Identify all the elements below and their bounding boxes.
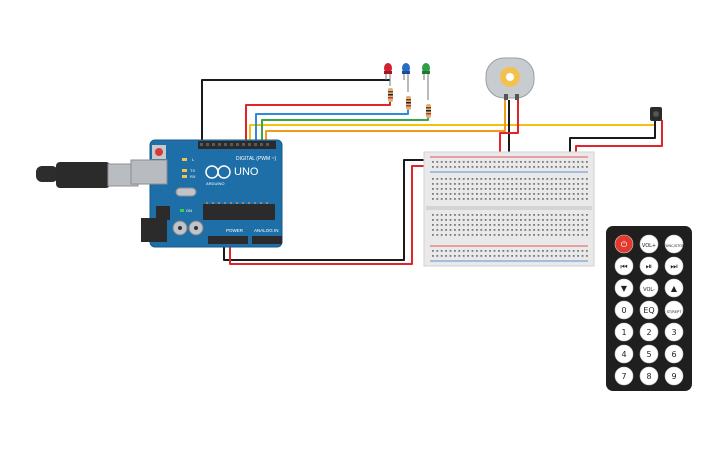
remote-button-body [639, 278, 659, 298]
remote-button-label: 0 [621, 306, 626, 315]
resistor-3[interactable] [426, 104, 431, 118]
remote-button-vol-[interactable]: VOL+ [639, 234, 659, 254]
remote-button-body [614, 234, 634, 254]
remote-button-label: VOL+ [642, 243, 656, 249]
digital-header-label: DIGITAL (PWM ~) [236, 156, 276, 162]
skip-forward-icon: ⏭ [670, 262, 677, 271]
up-icon: ▲ [671, 284, 678, 293]
tx-label: TX [190, 168, 195, 173]
usb-cable [36, 162, 139, 188]
wire-power-black[interactable] [223, 159, 430, 261]
remote-button-9[interactable]: 9 [664, 366, 684, 386]
dc-motor[interactable] [485, 57, 535, 100]
remote-button-body [664, 300, 684, 320]
remote-button-label: 2 [646, 328, 651, 337]
remote-button-body [639, 256, 659, 276]
led-group [384, 63, 431, 118]
wire-orange[interactable] [265, 100, 506, 141]
remote-button-body [614, 366, 634, 386]
remote-button-3[interactable]: 3 [664, 322, 684, 342]
ir-receiver[interactable] [650, 107, 662, 121]
remote-button-body [664, 234, 684, 254]
l-label: L [192, 157, 195, 162]
rx-label: RX [190, 174, 196, 179]
remote-button-5[interactable]: 5 [639, 344, 659, 364]
remote-buttons: ⏻ VOL+ FUNC/STOP ⏮ ⏯ ⏭ ▼ VOL- ▲ 0 EQ ST/REPT 1 2 3 4 5 6 7… [614, 234, 685, 386]
breadboard[interactable] [423, 151, 595, 267]
remote-button-body [614, 344, 634, 364]
play-pause-button[interactable]: ⏯ [639, 256, 659, 276]
remote-button-body [614, 300, 634, 320]
remote-button-label: EQ [643, 306, 654, 315]
analog-label: ANALOG IN [254, 228, 279, 233]
skip-forward-button[interactable]: ⏭ [664, 256, 684, 276]
remote-button-label: FUNC/STOP [664, 244, 685, 248]
skip-back-icon: ⏮ [620, 262, 627, 271]
wire-blue-led[interactable] [255, 96, 409, 141]
remote-button-label: 9 [671, 372, 676, 381]
remote-button-body [639, 344, 659, 364]
play-pause-icon: ⏯ [646, 262, 652, 271]
power-button[interactable]: ⏻ [614, 234, 634, 254]
arduino-logo-icon [205, 165, 231, 179]
on-label: ON [186, 208, 192, 213]
led-red[interactable] [384, 63, 392, 86]
remote-button-body [639, 300, 659, 320]
power-icon: ⏻ [621, 240, 628, 249]
breadboard-holes [432, 161, 588, 257]
remote-button-0[interactable]: 0 [614, 300, 634, 320]
board-model-label: UNO [234, 166, 259, 178]
up-button[interactable]: ▲ [664, 278, 684, 298]
remote-button-label: VOL- [643, 287, 655, 293]
remote-button-6[interactable]: 6 [664, 344, 684, 364]
remote-button-body [664, 256, 684, 276]
remote-button-body [614, 278, 634, 298]
remote-button-body [664, 322, 684, 342]
remote-button-body [639, 234, 659, 254]
remote-button-2[interactable]: 2 [639, 322, 659, 342]
remote-button-label: 6 [671, 350, 676, 359]
remote-button-label: 3 [671, 328, 676, 337]
remote-button-body [614, 322, 634, 342]
remote-button-eq[interactable]: EQ [639, 300, 659, 320]
remote-button-label: 8 [646, 372, 651, 381]
wire-power-red[interactable] [229, 165, 432, 265]
wire-black-led-gnd[interactable] [201, 79, 390, 141]
remote-button-7[interactable]: 7 [614, 366, 634, 386]
wires [201, 79, 663, 265]
skip-back-button[interactable]: ⏮ [614, 256, 634, 276]
remote-button-body [639, 366, 659, 386]
power-label: POWER [226, 228, 244, 233]
remote-button-8[interactable]: 8 [639, 366, 659, 386]
down-icon: ▼ [621, 284, 628, 293]
remote-button-label: 1 [621, 328, 626, 337]
wire-ir-black[interactable] [569, 120, 656, 160]
resistor-1[interactable] [388, 88, 393, 102]
remote-button-label: ST/REPT [667, 310, 683, 314]
down-button[interactable]: ▼ [614, 278, 634, 298]
remote-button-label: 7 [621, 372, 626, 381]
remote-button-body [614, 256, 634, 276]
remote-button-body [664, 344, 684, 364]
remote-button-func-stop[interactable]: FUNC/STOP [664, 234, 685, 254]
remote-button-4[interactable]: 4 [614, 344, 634, 364]
remote-button-label: 4 [621, 350, 626, 359]
wire-yellow-ir[interactable] [249, 113, 656, 141]
remote-button-st-rept[interactable]: ST/REPT [664, 300, 684, 320]
resistor-2[interactable] [406, 96, 411, 110]
wire-red-led[interactable] [245, 90, 391, 141]
brand-label: ARDUINO [206, 181, 224, 186]
ir-remote[interactable]: ⏻ VOL+ FUNC/STOP ⏮ ⏯ ⏭ ▼ VOL- ▲ 0 EQ ST/REPT 1 2 3 4 5 6 7… [606, 226, 692, 391]
remote-button-label: 5 [646, 350, 651, 359]
led-green[interactable] [422, 63, 430, 100]
arduino-board[interactable]: DIGITAL (PWM ~) UNO ARDUINO L TX RX [36, 139, 283, 248]
remote-button-body [664, 366, 684, 386]
wire-motor-red[interactable] [499, 100, 519, 158]
remote-button-vol-[interactable]: VOL- [639, 278, 659, 298]
led-blue[interactable] [402, 63, 410, 92]
remote-button-1[interactable]: 1 [614, 322, 634, 342]
remote-button-body [664, 278, 684, 298]
remote-button-body [639, 322, 659, 342]
